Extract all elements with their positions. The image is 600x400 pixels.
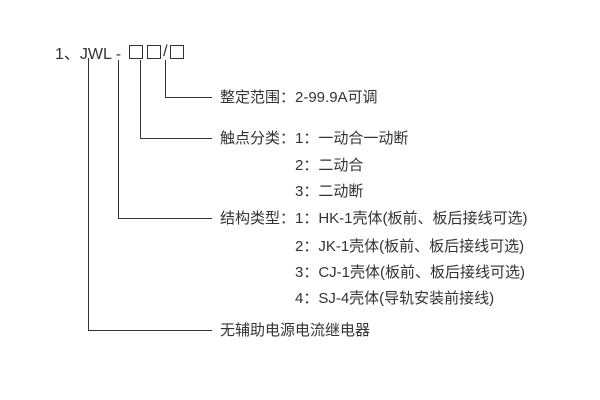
connector-horizontal-product-name	[88, 330, 212, 331]
structure-type-item: 3：CJ-1壳体(板前、板后接线可选)	[295, 264, 526, 281]
structure-type-item: 2：JK-1壳体(板前、板后接线可选)	[295, 238, 525, 255]
model-prefix: 1、JWL -	[55, 46, 122, 63]
model-box-structure	[129, 45, 144, 59]
model-slash: /	[163, 43, 168, 60]
model-box-range	[169, 45, 184, 59]
model-box-contact	[147, 45, 162, 59]
contact-type-label: 触点分类：1：一动合一动断	[220, 130, 409, 147]
connector-vertical-range	[165, 60, 166, 98]
connector-vertical-product-name	[88, 58, 89, 331]
connector-vertical-contact	[140, 60, 141, 139]
connector-horizontal-structure	[118, 218, 212, 219]
model-designation: 1、JWL - /	[55, 40, 186, 64]
setting-range-label: 整定范围：2-99.9A可调	[220, 89, 378, 106]
product-name-label: 无辅助电源电流继电器	[220, 322, 371, 339]
connector-horizontal-range	[165, 97, 212, 98]
structure-type-label: 结构类型：1：HK-1壳体(板前、板后接线可选)	[220, 210, 528, 227]
connector-horizontal-contact	[140, 138, 212, 139]
contact-type-item: 2：二动合	[295, 157, 364, 174]
contact-type-item: 3：二动断	[295, 183, 364, 200]
structure-type-item: 4：SJ-4壳体(导轨安装前接线)	[295, 290, 495, 307]
connector-vertical-structure	[118, 60, 119, 219]
